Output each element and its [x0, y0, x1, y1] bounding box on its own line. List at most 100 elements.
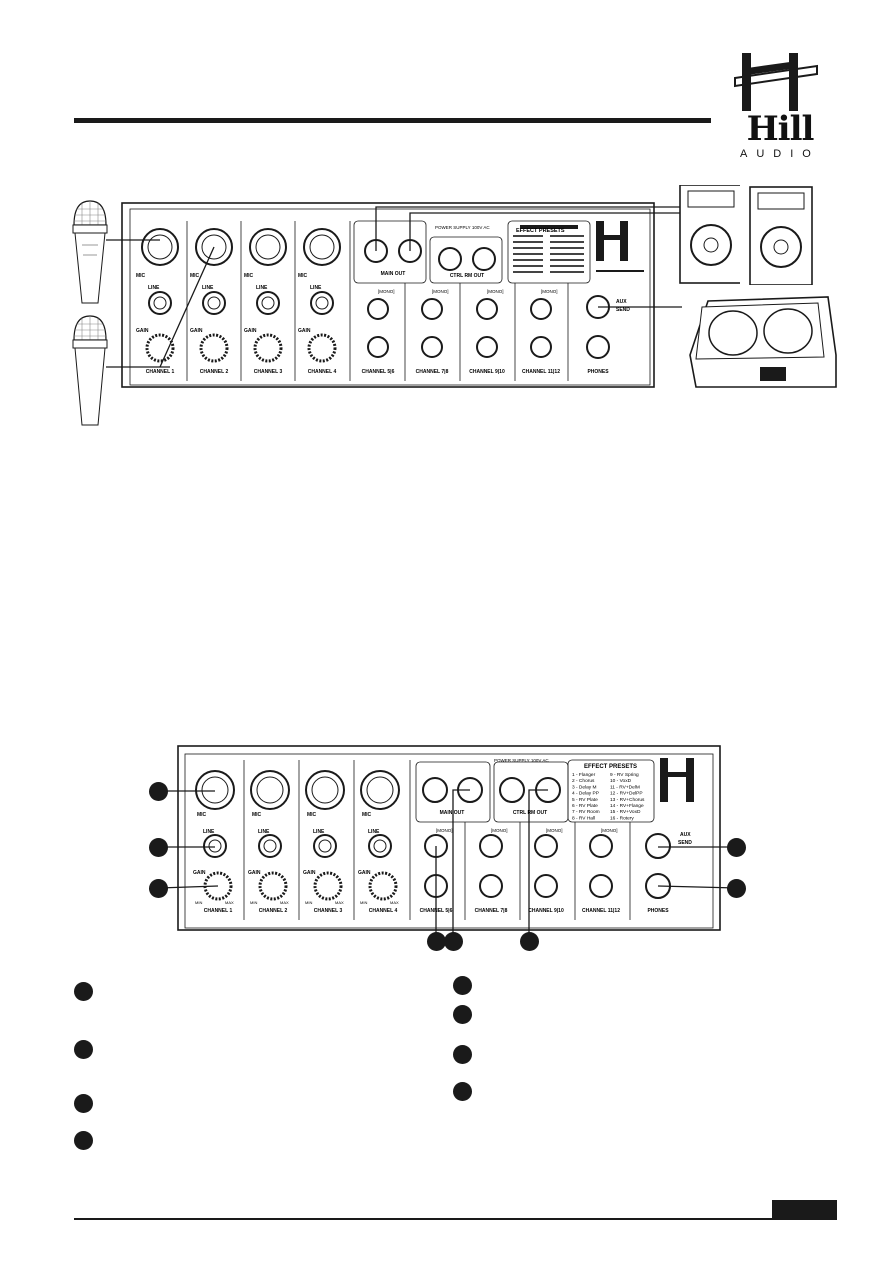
line-label: LINE	[368, 829, 380, 835]
header-rule	[74, 118, 711, 123]
effect-preset: 3 - Delay M	[572, 784, 597, 790]
mono-label: [MONO]	[436, 828, 453, 833]
knob-max-label: MAX	[280, 900, 289, 905]
ctrl-rm-out-label: CTRL RM OUT	[450, 273, 484, 279]
channel-label: CHANNEL 1	[204, 908, 233, 914]
knob-max-label: MAX	[335, 900, 344, 905]
callout-bullet	[727, 838, 746, 857]
effect-preset: 12 - RV+DelPP	[610, 791, 643, 797]
line-label: LINE	[203, 829, 215, 835]
channel-label: CHANNEL 4	[369, 908, 398, 914]
knob-min-label: MIN	[305, 900, 312, 905]
effect-preset: 11 - RV+DelM	[610, 784, 640, 790]
knob-min-label: MIN	[360, 900, 367, 905]
channel-label: CHANNEL 5|6	[420, 908, 453, 914]
speaker-right-icon	[749, 186, 813, 285]
send-label: SEND	[616, 307, 630, 313]
knob-min-label: MIN	[195, 900, 202, 905]
panel-callout-diagram: POWER SUPPLY 100V AC EFFECT PRESETS 1 - Fl…	[158, 745, 738, 940]
legend-bullet	[453, 1082, 472, 1101]
legend-bullet	[453, 1005, 472, 1024]
phones-label: PHONES	[647, 908, 669, 914]
mono-label: [MONO]	[491, 828, 508, 833]
line-label: LINE	[310, 285, 322, 291]
xlr-inputs-lower	[195, 770, 400, 810]
callout-bullet	[149, 879, 168, 898]
mic-label: MIC	[244, 273, 254, 279]
mic-label: MIC	[252, 812, 262, 818]
callout-bullet	[427, 932, 446, 951]
gain-label: GAIN	[358, 870, 371, 876]
logo-subtitle: AUDIO	[740, 148, 820, 160]
stage-monitor-icon	[689, 296, 837, 388]
send-label: SEND	[678, 840, 692, 846]
main-out-label: MAIN OUT	[381, 271, 406, 277]
mic-label: MIC	[190, 273, 200, 279]
stereo-jacks-lower	[424, 834, 613, 898]
gain-label: GAIN	[193, 870, 206, 876]
channel-label: CHANNEL 5|6	[362, 369, 395, 375]
callout-bullet	[444, 932, 463, 951]
effect-preset: 4 - Delay PP	[572, 791, 599, 797]
knob-max-label: MAX	[225, 900, 234, 905]
power-supply-label: POWER SUPPLY 100V AC	[494, 758, 549, 763]
effect-preset: 9 - RV Spring	[610, 772, 639, 778]
effect-preset: 8 - RV Hall	[572, 815, 595, 821]
gain-label: GAIN	[244, 328, 257, 334]
gain-label: GAIN	[136, 328, 149, 334]
line-inputs-lower	[203, 834, 392, 858]
effect-preset: 2 - Chorus	[572, 778, 595, 784]
mono-label: [MONO]	[378, 289, 395, 294]
legend-bullet	[74, 982, 93, 1001]
microphone-1-icon	[72, 200, 108, 304]
gain-label: GAIN	[248, 870, 261, 876]
mic-label: MIC	[362, 812, 372, 818]
mono-label: [MONO]	[487, 289, 504, 294]
xlr-inputs	[141, 228, 341, 266]
channel-label: CHANNEL 1	[146, 369, 175, 375]
effects-title: EFFECT PRESETS	[516, 228, 565, 234]
aux-label: AUX	[680, 832, 691, 838]
mic-label: MIC	[197, 812, 207, 818]
ctrl-rm-out-label: CTRL RM OUT	[513, 810, 547, 816]
channel-label: CHANNEL 2	[259, 908, 288, 914]
page-number-tab	[772, 1200, 837, 1220]
stereo-channel-jacks	[367, 298, 552, 358]
mono-label: [MONO]	[546, 828, 563, 833]
channel-label: CHANNEL 2	[200, 369, 229, 375]
channel-label: CHANNEL 9|10	[469, 369, 505, 375]
mic-label: MIC	[298, 273, 308, 279]
knob-max-label: MAX	[390, 900, 399, 905]
legend-bullet	[453, 1045, 472, 1064]
main-out-label: MAIN OUT	[440, 810, 465, 816]
line-label: LINE	[202, 285, 214, 291]
footer-rule	[74, 1218, 837, 1220]
line-label: LINE	[313, 829, 325, 835]
effect-preset: 16 - Rotery	[610, 815, 634, 821]
channel-label: CHANNEL 11|12	[522, 369, 560, 375]
microphone-2-icon	[72, 315, 108, 426]
power-supply-label: POWER SUPPLY 100V AC	[435, 225, 490, 230]
effects-title: EFFECT PRESETS	[584, 764, 637, 770]
callout-bullet	[727, 879, 746, 898]
aux-label: AUX	[616, 299, 627, 305]
effect-preset: 15 - RV+VoxD	[610, 809, 641, 815]
callout-bullet	[520, 932, 539, 951]
effect-preset: 6 - RV Plate	[572, 803, 598, 809]
callout-bullet	[149, 838, 168, 857]
gain-label: GAIN	[190, 328, 203, 334]
effect-preset: 1 - Flanger	[572, 772, 596, 778]
knob-min-label: MIN	[250, 900, 257, 905]
logo-word: Hill	[746, 109, 815, 149]
effect-preset: 10 - VoxD	[610, 778, 632, 784]
line-label: LINE	[148, 285, 160, 291]
channel-label: CHANNEL 4	[308, 369, 337, 375]
legend-bullet	[74, 1131, 93, 1150]
mono-label: [MONO]	[601, 828, 618, 833]
gain-label: GAIN	[298, 328, 311, 334]
gain-label: GAIN	[303, 870, 316, 876]
callout-bullet	[149, 782, 168, 801]
mono-label: [MONO]	[432, 289, 449, 294]
effect-preset: 14 - RV+Flange	[610, 803, 644, 809]
